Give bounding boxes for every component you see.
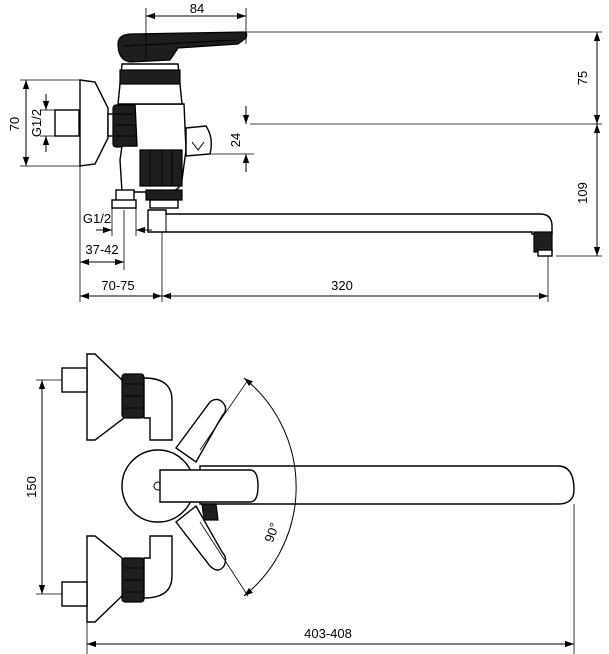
diverter-top [201, 503, 219, 521]
dim-84: 84 [190, 1, 204, 16]
dim-320: 320 [331, 278, 353, 293]
wall-flange [79, 79, 109, 167]
dim-70: 70 [7, 117, 22, 131]
spout-top [199, 465, 575, 505]
handle-lever-top [159, 469, 259, 503]
dim-g12-top: G1/2 [29, 109, 44, 137]
dim-70-75: 70-75 [101, 278, 134, 293]
top-dimensions: 150 90° 403-408 [24, 377, 575, 654]
diverter-knob [185, 125, 213, 157]
wall-flange-upper [86, 353, 125, 441]
dim-90: 90° [261, 521, 282, 545]
wall-flange-lower [86, 535, 125, 623]
handle-lever [117, 31, 248, 63]
union-nut [112, 104, 138, 148]
spout [147, 209, 553, 235]
top-view [61, 353, 575, 623]
dim-109: 109 [575, 182, 590, 204]
dim-37-42: 37-42 [85, 242, 118, 257]
side-dimensions: 84 75 109 24 70 G1/2 G1/2 [7, 1, 602, 302]
dim-24: 24 [228, 133, 243, 147]
side-view [54, 31, 553, 257]
dim-75: 75 [575, 71, 590, 85]
aerator [533, 231, 553, 253]
dim-150: 150 [24, 476, 39, 498]
wall-connector [54, 109, 80, 137]
dim-403-408: 403-408 [304, 626, 352, 641]
dim-g12-bottom: G1/2 [83, 211, 111, 226]
